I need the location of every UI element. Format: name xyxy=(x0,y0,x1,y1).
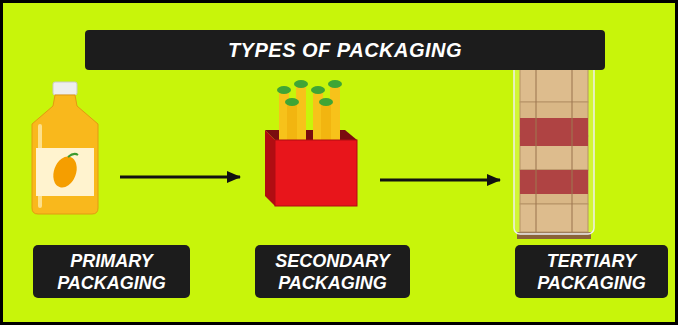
mango-leaf xyxy=(68,154,78,157)
crate-opening xyxy=(265,130,357,140)
bottle-cap xyxy=(328,80,342,88)
box-label: TERTIARY PACKAGING xyxy=(523,250,660,294)
crate-side xyxy=(265,130,275,206)
mango-icon xyxy=(49,153,81,191)
bottle-crate xyxy=(265,80,357,206)
bottle-cap xyxy=(285,98,299,106)
bottle-neck xyxy=(287,104,297,140)
crate-front xyxy=(275,140,357,206)
box-label: PRIMARY PACKAGING xyxy=(41,250,182,294)
box-label: SECONDARY PACKAGING xyxy=(263,250,402,294)
bottle-label xyxy=(36,148,94,196)
flow-arrow xyxy=(380,179,500,182)
bottle-cap xyxy=(277,86,291,94)
pallet-load xyxy=(514,62,594,239)
label-box: PRIMARY PACKAGING xyxy=(33,245,190,298)
label-box: SECONDARY PACKAGING xyxy=(255,245,410,298)
diagram-title: TYPES OF PACKAGING xyxy=(228,39,462,62)
juice-bottle xyxy=(32,82,98,214)
flow-arrow xyxy=(120,176,240,179)
bottle-body xyxy=(32,95,98,214)
bottle-neck xyxy=(296,86,306,140)
crate-bottles xyxy=(277,80,342,140)
bottle-cap xyxy=(53,82,77,95)
bottle-neck xyxy=(321,104,331,140)
stretch-wrap xyxy=(514,62,594,234)
title-banner: TYPES OF PACKAGING xyxy=(85,30,605,70)
bottle-cap xyxy=(311,86,325,94)
label-box: TERTIARY PACKAGING xyxy=(515,245,668,298)
bottle-cap xyxy=(294,80,308,88)
bottle-neck xyxy=(330,86,340,140)
bottle-cap xyxy=(319,98,333,106)
